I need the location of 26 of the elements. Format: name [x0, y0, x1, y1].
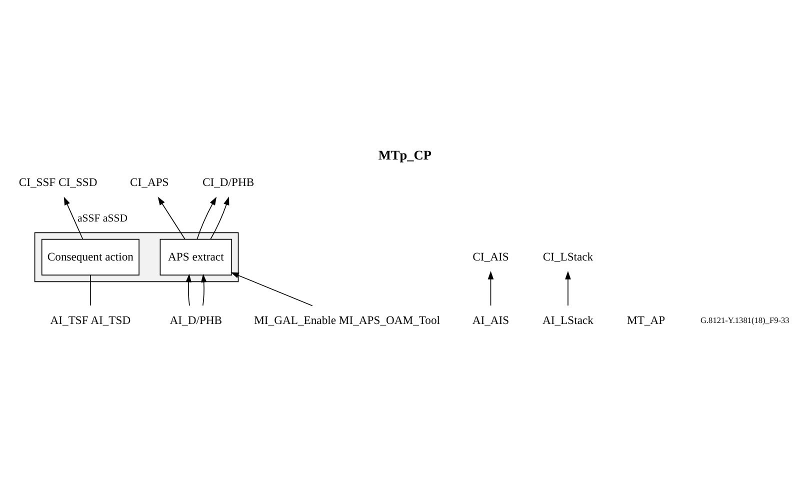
- node-text: AI_AIS: [472, 314, 510, 327]
- arrow: [196, 196, 217, 240]
- node-box: APS extract: [160, 238, 232, 276]
- arrow: [64, 196, 84, 240]
- arrow: [210, 196, 230, 240]
- arrow: [230, 272, 313, 306]
- node-box: Consequent action: [41, 238, 140, 276]
- label: G.8121-Y.1381(18)_F9-33: [700, 316, 790, 325]
- node-text: AI_TSF AI_TSD: [50, 314, 131, 327]
- node-text: MI_GAL_Enable MI_APS_OAM_Tool: [254, 314, 440, 327]
- node-text: CI_LStack: [542, 250, 594, 264]
- node-text: AI_LStack: [542, 314, 594, 327]
- connector: [90, 274, 91, 306]
- node-text: CI_AIS: [472, 250, 509, 264]
- arrow: [200, 274, 207, 306]
- arrow: [488, 271, 494, 306]
- arrow: [186, 274, 192, 306]
- node-text: AI_D/PHB: [170, 314, 222, 327]
- node-text: CI_APS: [130, 176, 169, 189]
- node-text: CI_D/PHB: [202, 176, 254, 189]
- node-text: CI_SSF CI_SSD: [18, 176, 98, 189]
- arrow: [158, 196, 186, 240]
- arrow: [565, 271, 571, 306]
- diagram-title: MTp_CP: [378, 147, 432, 162]
- label: MT_AP: [627, 314, 666, 327]
- edge-label: aSSF aSSD: [77, 212, 128, 224]
